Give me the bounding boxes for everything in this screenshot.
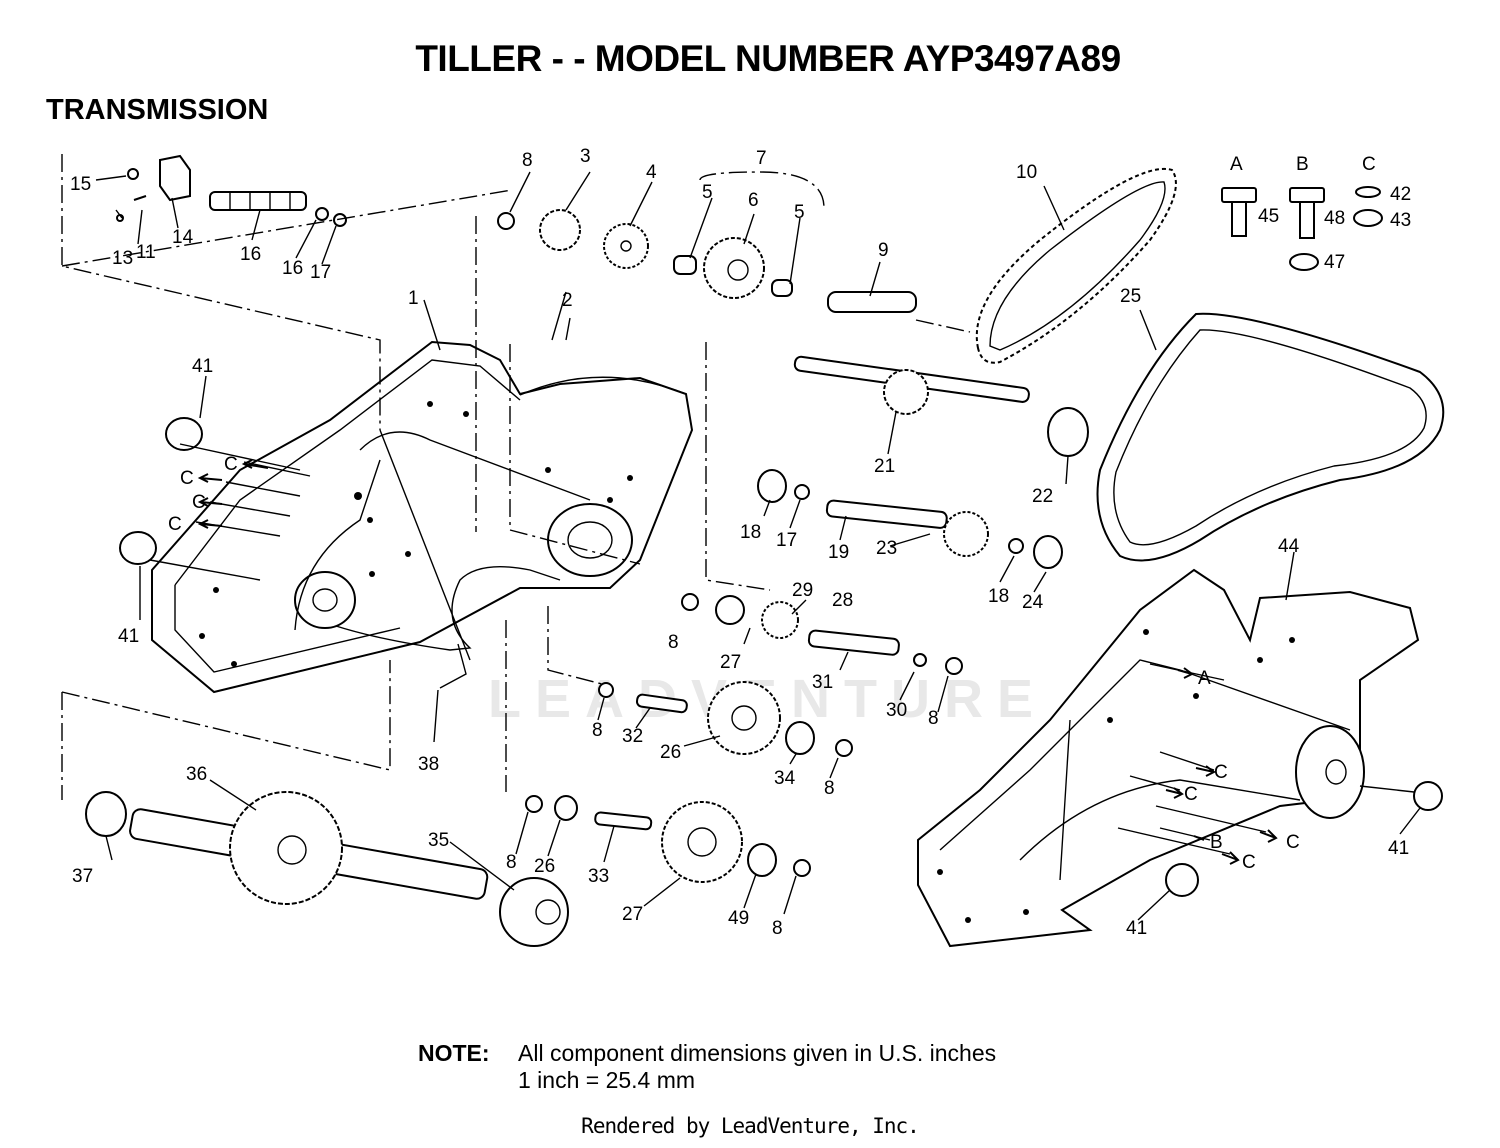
connector-letter: C [168,514,182,535]
callout: 7 [756,148,767,169]
legend-column-c: C [1362,154,1376,175]
callout: 24 [1022,592,1044,613]
footer-credit: Rendered by LeadVenture, Inc. [581,1114,920,1138]
connector-letter: C [224,454,238,475]
callout: 21 [874,456,895,477]
callout: 11 [136,242,156,263]
callout: 41 [1126,918,1147,939]
section-title: TRANSMISSION [46,94,269,126]
callout: 8 [592,720,603,741]
callout: 8 [522,150,533,171]
connector-letters: C C C C A C C B C C [168,454,1300,873]
callout: 26 [534,856,555,877]
legend-column-b: B [1296,154,1309,175]
callout: 22 [1032,486,1053,507]
upper-gear-train [497,171,917,313]
callout: 17 [310,262,331,283]
intermediate-shafts [757,355,1089,569]
callout: 13 [112,248,133,269]
callout: 4 [646,162,657,183]
callout: 41 [192,356,213,377]
callout: 36 [186,764,207,785]
callout: 34 [774,768,796,789]
axle-assembly [85,791,569,947]
callout: 16 [282,258,303,279]
callout: 38 [418,754,439,775]
note-line-1: All component dimensions given in U.S. i… [518,1040,997,1066]
hardware-legend: A B C 45 48 42 43 47 [1230,154,1411,273]
leader-lines [61,154,1421,921]
part-callouts: 15 13 11 14 16 16 17 1 2 8 3 4 5 6 7 5 9… [70,146,1409,939]
callout: 19 [828,542,849,563]
callout: 8 [772,918,783,939]
callout: 28 [832,590,853,611]
note-lines: All component dimensions given in U.S. i… [518,1040,996,1094]
callout: 37 [72,866,93,887]
bushings-part-41 [119,417,1443,897]
callout: 8 [668,632,679,653]
connector-letter: C [1184,784,1198,805]
legend-part-45: 45 [1258,206,1279,227]
callout: 14 [172,227,194,248]
callout: 8 [928,708,939,729]
callout: 27 [622,904,643,925]
right-housing-part-44 [917,568,1420,948]
callout: 8 [824,778,835,799]
callout: 25 [1120,286,1141,307]
callout: 8 [506,852,517,873]
callout: 5 [794,202,805,223]
connector-letter: C [180,468,194,489]
drive-chain-part-10 [975,167,1177,364]
callout: 23 [876,538,897,559]
callout: 9 [878,240,889,261]
legend-part-48: 48 [1324,208,1345,229]
page-title: TILLER - - MODEL NUMBER AYP3497A89 [415,38,1121,79]
connector-letter: C [1286,832,1300,853]
callout: 18 [988,586,1009,607]
direction-arrows [197,459,1278,865]
shift-rod-assembly [116,154,347,227]
callout: 41 [1388,838,1409,859]
connector-letter: C [1214,762,1228,783]
callout: 17 [776,530,797,551]
connector-letter: C [1242,852,1256,873]
legend-part-47: 47 [1324,252,1345,273]
left-housing-part-1 [151,340,694,694]
callout: 33 [588,866,609,887]
callout: 18 [740,522,761,543]
callout: 35 [428,830,449,851]
gasket-part-25 [1096,312,1445,562]
callout: 16 [240,244,261,265]
callout: 30 [886,700,907,721]
legend-column-a: A [1230,154,1243,175]
note-line-2: 1 inch = 25.4 mm [518,1067,696,1093]
legend-part-43: 43 [1390,210,1411,231]
callout: 3 [580,146,591,167]
hardware-legend-graphics [1221,186,1383,271]
callout: 15 [70,174,91,195]
lower-gear-train [525,593,963,883]
note-label: NOTE: [418,1040,490,1066]
callout: 5 [702,182,713,203]
callout: 32 [622,726,643,747]
connector-letter: B [1210,832,1223,853]
callout: 26 [660,742,681,763]
callout: 2 [562,290,573,311]
callout: 41 [118,626,139,647]
callout: 1 [408,288,419,309]
callout: 27 [720,652,741,673]
callout: 44 [1278,536,1300,557]
connector-letter: A [1198,668,1211,689]
callout: 31 [812,672,833,693]
connector-letter: C [192,492,206,513]
callout: 29 [792,580,813,601]
legend-part-42: 42 [1390,184,1411,205]
callout: 10 [1016,162,1037,183]
callout: 6 [748,190,759,211]
callout: 49 [728,908,749,929]
dimension-note: NOTE: All component dimensions given in U… [418,1040,996,1094]
